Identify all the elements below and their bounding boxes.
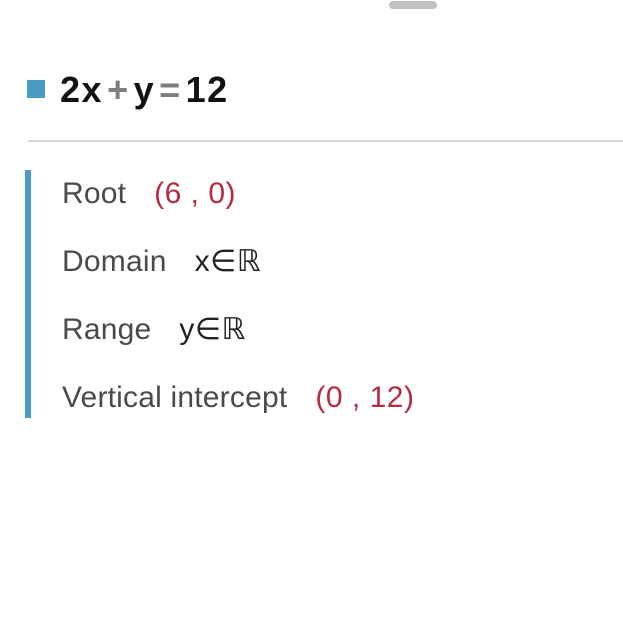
property-row-domain: Domain x∈ℝ (62, 244, 261, 280)
equation-text: 2x+y=12 (60, 70, 229, 108)
plus-operator: + (107, 69, 130, 110)
property-value: (6 , 0) (154, 177, 237, 210)
equation-variable-x: x (81, 69, 104, 110)
property-row-range: Range y∈ℝ (62, 312, 246, 348)
property-label: Vertical intercept (62, 381, 288, 414)
equals-operator: = (159, 69, 182, 110)
property-value: x∈ℝ (194, 245, 261, 278)
equation-coefficient: 2 (60, 69, 82, 110)
drag-handle[interactable] (389, 1, 437, 9)
header-divider (28, 140, 623, 142)
property-label: Range (62, 313, 152, 346)
property-row-vertical-intercept: Vertical intercept (0 , 12) (62, 380, 414, 416)
section-accent-bar (25, 170, 31, 418)
equation-color-swatch-icon (27, 80, 45, 98)
property-row-root: Root (6 , 0) (62, 176, 236, 212)
equation-variable-y: y (133, 69, 156, 110)
property-label: Root (62, 177, 127, 210)
equation-rhs: 12 (185, 69, 229, 110)
property-value: (0 , 12) (315, 381, 415, 414)
equation-header[interactable]: 2x+y=12 (27, 70, 229, 108)
property-value: y∈ℝ (179, 313, 246, 346)
property-label: Domain (62, 245, 167, 278)
